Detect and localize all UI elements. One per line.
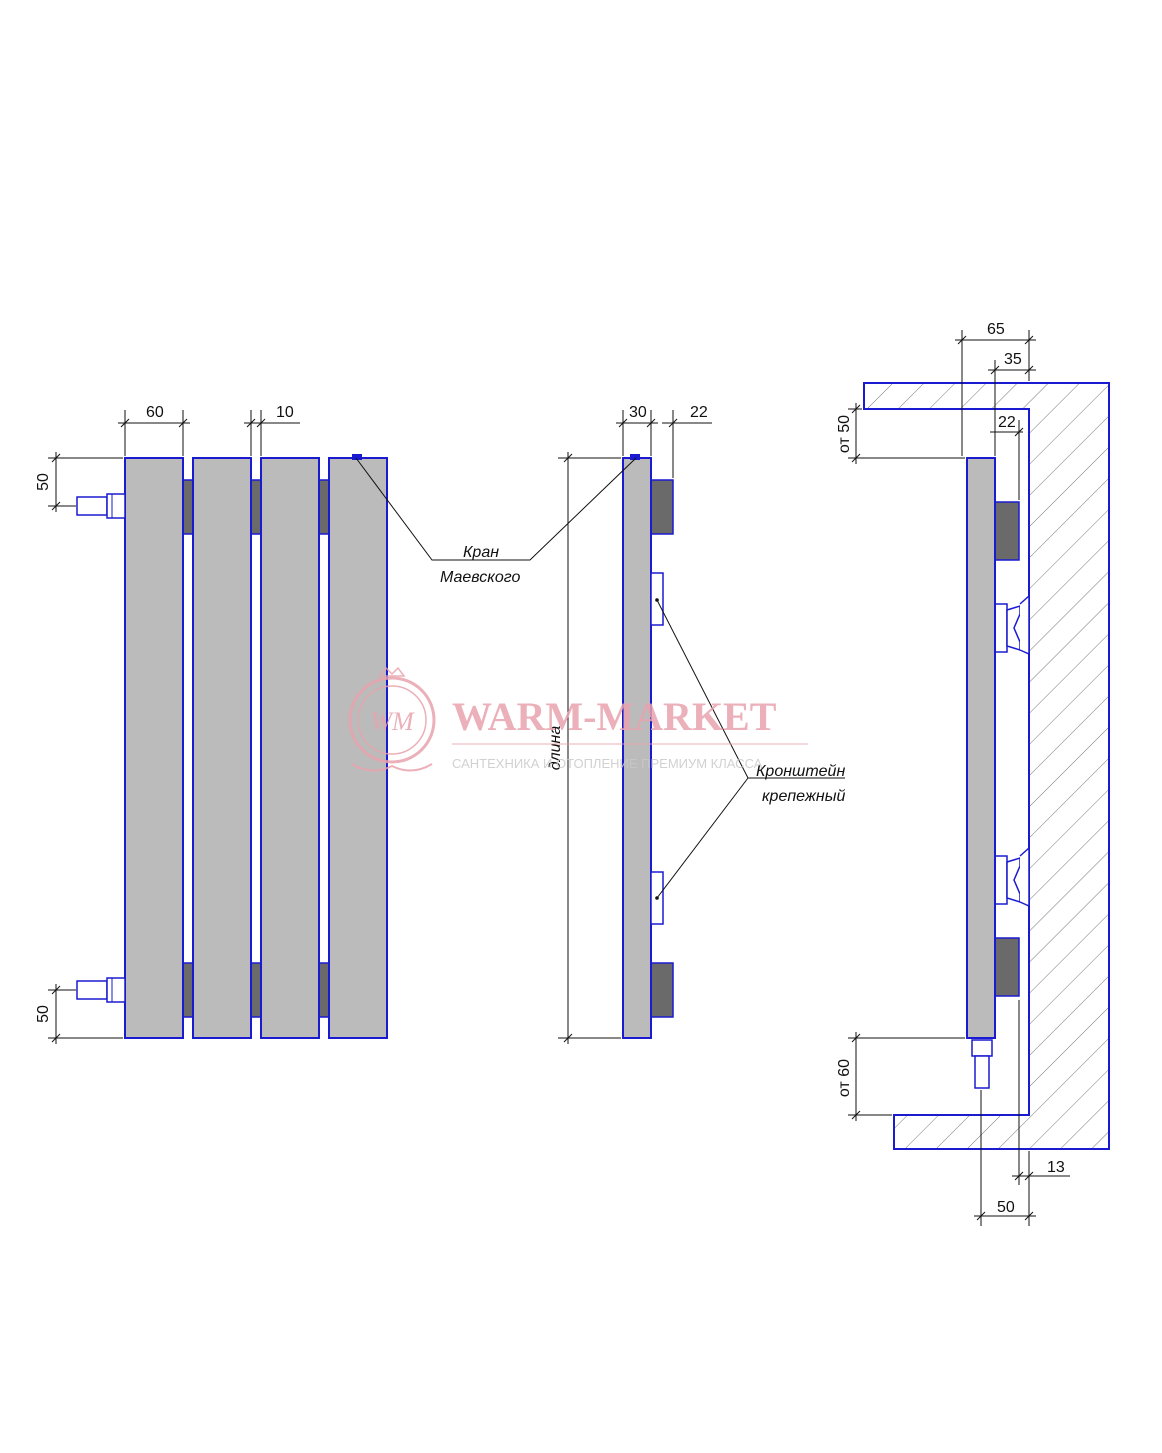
svg-text:WARM-MARKET: WARM-MARKET [452,694,777,739]
dimension-pipe-top: 50 [35,452,123,512]
radiator-section [260,457,320,1039]
inlet-pipe [76,493,126,519]
collector-block [994,501,1020,561]
dimension-length: длина [547,452,621,1044]
dimension-bracket: 22 [662,404,712,478]
bottom-pipe [971,1039,993,1089]
collector-block [650,962,674,1018]
svg-text:WM: WM [370,707,415,736]
svg-text:30: 30 [629,404,647,421]
svg-text:Кран: Кран [463,544,499,561]
section-connector [182,479,194,535]
side-panel [622,457,652,1039]
dimension-pipe-bottom: 50 [35,984,123,1044]
svg-text:10: 10 [276,404,294,421]
watermark: WM WARM-MARKET САНТЕХНИКА И ОТОПЛЕНИЕ ПР… [348,666,808,772]
installation-view: 65 35 22 от 50 [836,321,1110,1226]
air-valve [352,454,362,460]
radiator-section [328,457,388,1039]
svg-text:22: 22 [998,414,1016,431]
radiator-section [124,457,184,1039]
dimension-22: 22 [990,414,1024,500]
wall-bracket [994,846,1030,908]
svg-text:35: 35 [1004,351,1022,368]
svg-text:от 50: от 50 [836,415,853,453]
dimension-bottom-clearance: от 60 [836,1032,965,1121]
dimension-section-width: 60 [118,404,190,456]
dimension-depth: 30 [616,404,658,456]
brand-logo: WM [348,666,436,772]
valve-leader: Кран Маевского [355,457,637,586]
section-connector [318,962,330,1018]
section-connector [318,479,330,535]
wall-bracket [994,594,1030,656]
dimension-top-clearance: от 50 [836,403,965,464]
outlet-pipe [76,977,126,1003]
collector-block [994,937,1020,997]
front-view: 60 10 50 50 [35,404,388,1044]
dimension-35: 35 [988,351,1036,456]
svg-text:крепежный: крепежный [762,788,845,805]
collector-block [650,479,674,535]
svg-text:Маевского: Маевского [440,569,520,586]
side-view: длина 30 22 Кран Маевского [355,404,845,1044]
svg-text:САНТЕХНИКА И ОТОПЛЕНИЕ ПРЕМИУМ: САНТЕХНИКА И ОТОПЛЕНИЕ ПРЕМИУМ КЛАССА [452,756,763,771]
section-connector [250,962,262,1018]
wall-section [863,382,1110,1150]
installed-panel [966,457,996,1039]
air-valve [630,454,640,460]
svg-text:60: 60 [146,404,164,421]
dimension-65: 65 [955,321,1036,456]
svg-text:13: 13 [1047,1159,1065,1176]
radiator-section [192,457,252,1039]
svg-text:Кронштейн: Кронштейн [756,763,845,780]
svg-text:от 60: от 60 [836,1059,853,1097]
svg-text:65: 65 [987,321,1005,338]
svg-text:50: 50 [35,473,52,491]
svg-text:длина: длина [547,726,564,771]
svg-text:50: 50 [997,1199,1015,1216]
bracket-leader: Кронштейн крепежный [655,598,845,900]
section-connector [182,962,194,1018]
section-connector [250,479,262,535]
svg-text:22: 22 [690,404,708,421]
dimension-50: 50 [974,1090,1036,1226]
svg-text:50: 50 [35,1005,52,1023]
dimension-gap: 10 [244,404,300,456]
